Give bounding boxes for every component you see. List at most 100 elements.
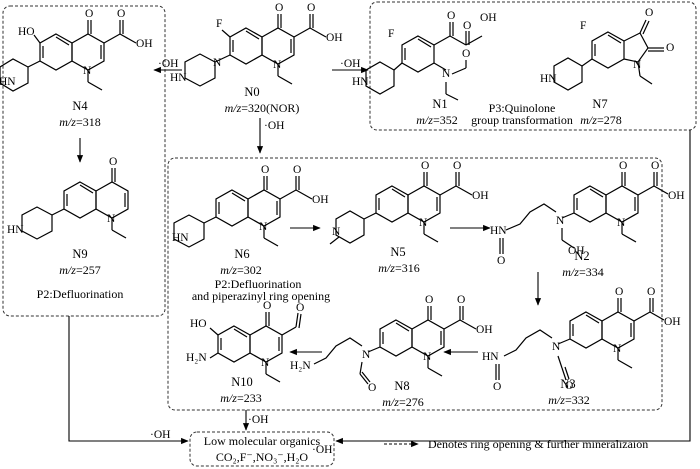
atom-n3-o3: O — [565, 380, 574, 392]
pathway-label-p2b-line2: and piperazinyl ring opening — [191, 289, 331, 303]
atom-n0-n2: N — [213, 57, 222, 69]
atom-n8-h2n: H₂N — [290, 360, 311, 372]
atom-n7-o: O — [645, 7, 654, 19]
compound-name-n1: N1 — [432, 97, 448, 111]
atom-n6-hn: HN — [172, 232, 189, 244]
compound-mz-n8: m/z=276 — [382, 395, 424, 409]
atom-n9-o: O — [109, 156, 118, 168]
structure-n10 — [209, 312, 302, 383]
compound-name-n7: N7 — [592, 97, 608, 111]
compound-name-n10: N10 — [231, 375, 253, 389]
atom-n8-o2: O — [457, 294, 466, 306]
atom-n5-oh: OH — [472, 190, 489, 202]
atom-n10-h2n: H₂N — [186, 352, 207, 364]
atom-n1-o2: O — [463, 20, 472, 32]
structure-n7 — [553, 19, 664, 91]
structure-n6 — [173, 176, 313, 248]
compound-mz-n2: m/z=334 — [562, 265, 604, 279]
atom-n6-n: N — [259, 221, 268, 233]
pathway-arrows — [68, 66, 691, 448]
atom-n1-hn: HN — [352, 76, 369, 88]
atom-n3-o2: O — [647, 286, 656, 298]
compound-name-n4: N4 — [72, 99, 88, 113]
compound-mz-n9: m/z=257 — [59, 263, 101, 277]
atom-n4-o: O — [85, 8, 94, 20]
compound-mz-n10: m/z=233 — [220, 391, 262, 405]
pathway-box-top-right — [369, 1, 697, 131]
compound-name-n0: N0 — [244, 85, 260, 99]
atom-n4-ho: HO — [18, 26, 35, 38]
legend-text: Denotes ring opening & further mineraliz… — [428, 437, 649, 451]
atom-n2-oh: OH — [668, 190, 685, 202]
atom-n2-o3: O — [497, 255, 506, 267]
atom-n6-oh: OH — [312, 194, 329, 206]
atom-n3-hn: HN — [482, 351, 499, 363]
atom-n2-n: N — [617, 217, 626, 229]
atom-n7-n: N — [633, 59, 642, 71]
arrow-right-to-products — [335, 130, 691, 445]
atom-n1-oh: OH — [480, 12, 497, 24]
products-line1: Low molecular organics — [203, 434, 321, 448]
structure-n5 — [329, 172, 473, 245]
atom-n4-n: N — [83, 65, 92, 77]
structure-n0 — [184, 14, 327, 87]
atom-n2-o: O — [619, 160, 628, 172]
atom-n10-o: O — [263, 300, 272, 312]
structure-n9 — [21, 168, 129, 240]
compound-mz-n0: m/z=320(NOR) — [224, 101, 300, 115]
reagent-oh-right: ·OH — [340, 58, 361, 70]
reagent-oh-down: ·OH — [264, 120, 285, 132]
arrow-left-to-products — [68, 316, 189, 445]
atom-n7-o2: O — [666, 42, 675, 54]
compound-name-n9: N9 — [72, 247, 88, 261]
atom-n4-o2: O — [117, 8, 126, 20]
atom-n0-hn: HN — [170, 72, 187, 84]
structure-n1 — [365, 22, 483, 101]
atom-n8-o: O — [425, 294, 434, 306]
atom-n0-f: F — [216, 18, 223, 30]
atom-n0-o: O — [275, 2, 284, 14]
atom-n5-n2: N — [332, 226, 341, 238]
atom-n8-oh: OH — [476, 324, 493, 336]
atom-n10-n: N — [261, 357, 270, 369]
compound-mz-n7: m/z=278 — [580, 113, 622, 127]
pathway-label-p1-line1: P3:Quinolone — [488, 101, 556, 115]
atom-n2-hn: HN — [490, 225, 507, 237]
compound-name-n2: N2 — [574, 249, 590, 263]
atom-n7-f: F — [580, 20, 587, 32]
compound-mz-n5: m/z=316 — [378, 261, 420, 275]
structure-n4 — [0, 20, 137, 92]
atom-n3-n2: N — [552, 341, 561, 353]
atom-n4-oh: OH — [136, 38, 153, 50]
compound-name-n5: N5 — [390, 245, 406, 259]
products-box — [189, 431, 335, 467]
atom-n5-o2: O — [453, 160, 462, 172]
atom-n10-ho: HO — [190, 318, 207, 330]
compound-name-n8: N8 — [394, 379, 410, 393]
atom-n0-o2: O — [307, 2, 316, 14]
atom-n0-n: N — [273, 59, 282, 71]
compound-mz-n3: m/z=332 — [548, 393, 590, 407]
compound-name-n3: N3 — [560, 377, 576, 391]
atom-n10-o2: O — [296, 302, 305, 314]
atom-n2-n2: N — [556, 215, 565, 227]
atom-n6-o: O — [261, 164, 270, 176]
atom-n5-o: O — [421, 160, 430, 172]
atom-n8-n2: N — [362, 349, 371, 361]
pathway-label-p1-line2: group transformation — [471, 113, 573, 127]
atom-n3-oh: OH — [664, 316, 681, 328]
structure-n2 — [499, 172, 669, 254]
atom-n3-o4: O — [493, 381, 502, 393]
atom-n1-o3: O — [462, 48, 471, 60]
pathway-label-p2b-line1: P2:Defluorination — [214, 277, 302, 291]
atom-n7-hn: HN — [540, 73, 557, 85]
pathway-label-p2a: P2:Defluorination — [36, 287, 124, 301]
atom-n9-hn: HN — [7, 224, 24, 236]
structure-n3 — [495, 298, 665, 381]
atom-n9-n: N — [107, 213, 116, 225]
reagent-oh-left-bottom: ·OH — [150, 429, 171, 441]
atom-n8-n: N — [423, 351, 432, 363]
compound-mz-n4: m/z=318 — [59, 115, 101, 129]
pathway-box-left — [2, 5, 166, 317]
